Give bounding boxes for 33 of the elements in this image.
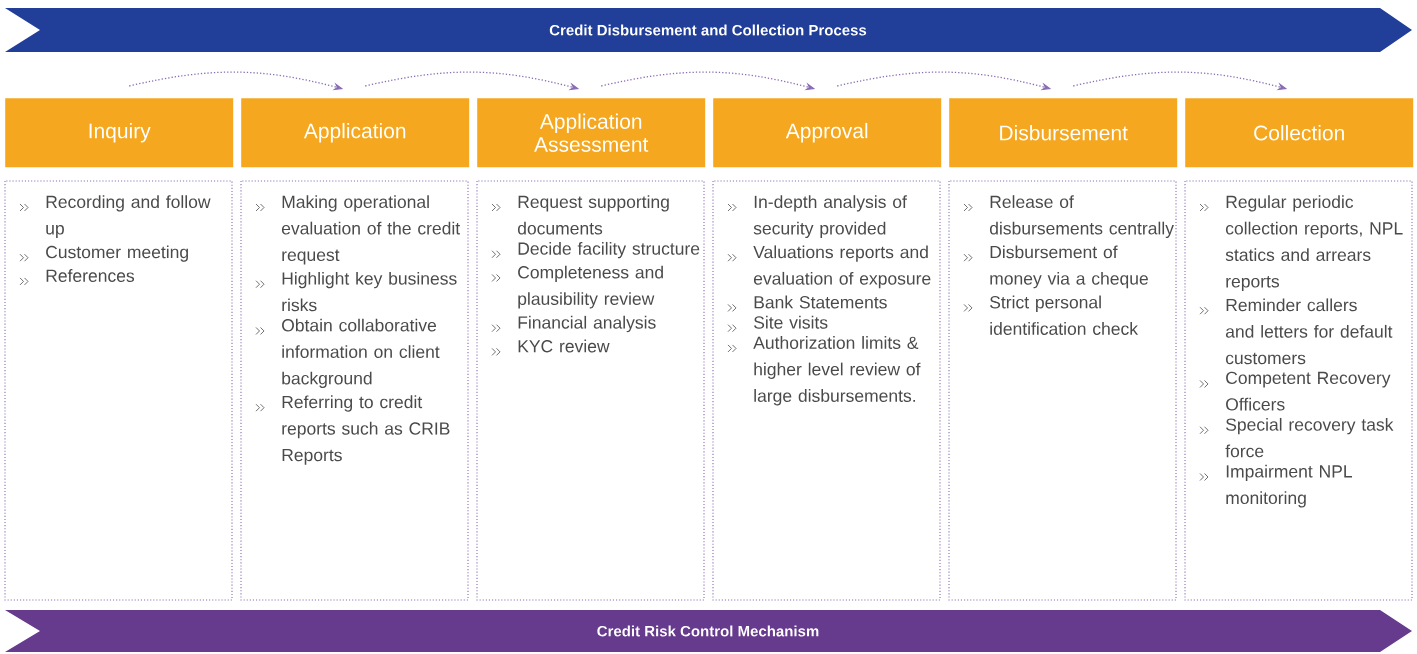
list-item: Request supporting documents: [517, 195, 669, 235]
list-item: Customer meeting: [46, 245, 188, 262]
list-item: Making operational evaluation of the credit request: [281, 195, 461, 265]
list-item: Disbursement of money via a cheque: [990, 245, 1148, 289]
list-item: Bank Statements: [754, 295, 887, 309]
list-item: Decide facility structure: [518, 241, 700, 259]
list-item: In-depth analysis of security provided: [753, 195, 907, 238]
stage-box: Application: [241, 98, 470, 168]
stage-box: Collection: [1185, 98, 1414, 168]
list-item: Site visits: [754, 315, 828, 329]
stage-box: Inquiry: [5, 98, 234, 168]
list-item: Recording and follow up: [46, 195, 211, 238]
stage-box: Application Assessment: [477, 98, 706, 168]
list-item: Regular periodic collection reports, NPL statics and arrears reports: [1225, 195, 1403, 291]
list-item: References: [46, 269, 135, 282]
list-item: Referring to credit reports such as CRIB Reports: [282, 395, 450, 465]
band-title: Credit Disbursement and Collection Process: [549, 24, 867, 36]
list-item: KYC review: [518, 339, 610, 353]
list-item: Special recovery task force: [1225, 417, 1394, 458]
list-item: Competent Recovery Officers: [1226, 371, 1391, 411]
list-item: Reminder callers and letters for default customers: [1225, 298, 1393, 365]
list-item: Strict personal identification check: [990, 295, 1139, 335]
list-item: Completeness and plausibility review: [518, 265, 663, 309]
list-item: Financial analysis: [518, 315, 656, 333]
list-item: Highlight key business risks: [282, 271, 457, 312]
stage-box: Approval: [713, 98, 942, 168]
list-item: Impairment NPL monitoring: [1226, 464, 1352, 508]
list-item: Authorization limits & higher level review of large disbursements.: [753, 336, 921, 406]
stage-box: Disbursement: [949, 98, 1178, 168]
band-title: Credit Risk Control Mechanism: [597, 625, 819, 637]
list-item: Release of disbursements centrally: [989, 195, 1174, 238]
list-item: Valuations reports and evaluation of exposure: [753, 245, 931, 289]
list-item: Obtain collaborative information on client background: [282, 318, 440, 388]
